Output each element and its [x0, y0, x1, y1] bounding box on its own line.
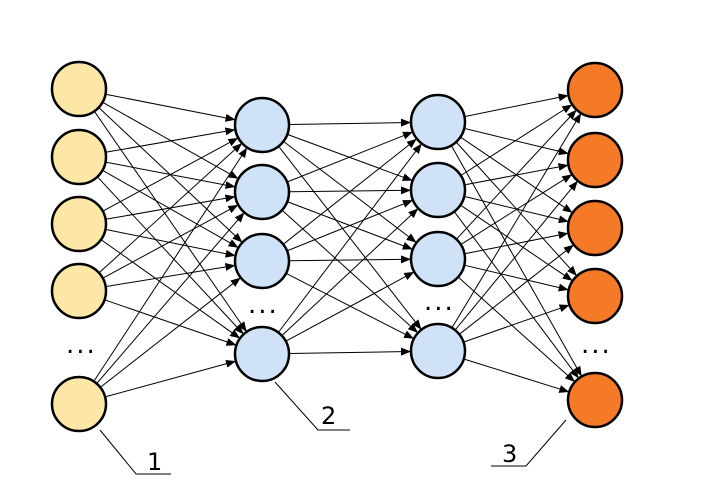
- edge-input-4-to-hidden-1-0: [93, 147, 248, 382]
- hidden-1-neuron-2: [233, 163, 291, 221]
- callout-2-label: 2: [321, 402, 336, 430]
- edge-hidden-1-3-to-hidden-2-2: [285, 271, 415, 342]
- edge-input-1-to-hidden-1-3: [97, 176, 244, 335]
- input-neuron-2: [50, 128, 108, 186]
- edge-input-2-to-hidden-1-3: [100, 239, 241, 339]
- callout-3-leader: [491, 419, 567, 467]
- edge-hidden-2-1-to-output-2: [464, 195, 569, 224]
- edge-hidden-1-2-to-hidden-2-1: [286, 200, 413, 252]
- edge-hidden-2-1-to-output-4: [453, 211, 579, 379]
- edge-hidden-2-3-to-output-1: [454, 180, 578, 331]
- output-neuron-1: [566, 61, 624, 119]
- connection-edges: [93, 93, 582, 398]
- edge-hidden-1-3-to-hidden-2-0: [277, 143, 422, 333]
- edge-hidden-2-2-to-output-2: [464, 231, 569, 255]
- hidden-1-neuron-1: [233, 96, 291, 154]
- hidden-1-neuron-3: [233, 232, 291, 290]
- edge-hidden-1-1-to-hidden-2-1: [288, 186, 411, 195]
- edge-input-1-to-hidden-1-0: [105, 127, 236, 153]
- edge-input-0-to-hidden-1-1: [102, 101, 239, 179]
- input-neuron-4: [50, 262, 108, 320]
- edge-hidden-2-2-to-output-4: [457, 276, 575, 382]
- edge-hidden-1-0-to-hidden-2-0: [288, 118, 411, 127]
- callout-3-label: 3: [502, 440, 517, 468]
- output-neuron-3: [566, 199, 624, 257]
- hidden-1-ellipsis: ...: [248, 290, 279, 320]
- edge-hidden-1-3-to-hidden-2-1: [281, 208, 419, 336]
- edge-hidden-2-0-to-output-4: [450, 145, 582, 377]
- hidden-2-neuron-3: [409, 230, 467, 288]
- edge-hidden-2-2-to-output-0: [456, 109, 577, 240]
- hidden-1-neuron-4: [233, 325, 291, 383]
- edge-input-4-to-hidden-1-1: [96, 212, 245, 384]
- output-neuron-2: [566, 131, 624, 189]
- output-neuron-5: [566, 371, 624, 429]
- edge-hidden-2-3-to-output-4: [463, 358, 570, 393]
- output-ellipsis: ...: [581, 330, 612, 360]
- edge-input-0-to-hidden-1-0: [105, 93, 236, 122]
- edge-hidden-1-1-to-hidden-2-0: [286, 131, 413, 183]
- edge-hidden-2-1-to-output-3: [460, 204, 573, 281]
- edge-hidden-2-0-to-output-0: [464, 93, 569, 118]
- callout-1-leader: [99, 429, 171, 475]
- edge-hidden-1-2-to-hidden-2-0: [282, 138, 417, 245]
- output-neuron-4: [566, 267, 624, 325]
- edge-hidden-1-2-to-hidden-2-2: [288, 255, 411, 264]
- edge-input-3-to-hidden-1-2: [105, 263, 236, 288]
- input-neuron-1: [50, 60, 108, 118]
- edge-hidden-2-2-to-output-3: [464, 264, 569, 292]
- edge-hidden-1-2-to-hidden-2-3: [285, 272, 414, 339]
- edge-input-2-to-hidden-1-2: [105, 228, 236, 258]
- input-ellipsis: ...: [66, 330, 97, 360]
- input-neuron-3: [50, 195, 108, 253]
- edge-hidden-1-3-to-hidden-2-3: [288, 347, 411, 356]
- callout-2-leader: [274, 381, 350, 431]
- edge-hidden-2-3-to-output-0: [451, 113, 582, 329]
- hidden-2-neuron-1: [409, 93, 467, 151]
- hidden-2-ellipsis: ...: [424, 287, 455, 317]
- edge-input-4-to-hidden-1-3: [104, 359, 236, 398]
- edge-input-3-to-hidden-1-1: [102, 204, 239, 279]
- edge-input-3-to-hidden-1-0: [98, 143, 243, 274]
- edge-hidden-2-2-to-output-1: [460, 174, 573, 246]
- edge-input-3-to-hidden-1-3: [104, 299, 237, 346]
- edge-hidden-2-3-to-output-3: [463, 304, 570, 343]
- edge-input-0-to-hidden-1-3: [93, 110, 247, 332]
- edge-hidden-2-3-to-output-2: [458, 244, 574, 335]
- edge-input-2-to-hidden-1-0: [102, 137, 239, 212]
- neuron-nodes: [50, 60, 624, 433]
- edge-input-4-to-hidden-1-2: [99, 277, 241, 388]
- edge-hidden-2-1-to-output-0: [460, 104, 573, 176]
- callout-1-label: 1: [147, 448, 162, 476]
- hidden-2-neuron-2: [409, 161, 467, 219]
- input-neuron-5: [50, 375, 108, 433]
- edge-hidden-1-1-to-hidden-2-3: [281, 209, 418, 333]
- hidden-2-neuron-4: [409, 322, 467, 380]
